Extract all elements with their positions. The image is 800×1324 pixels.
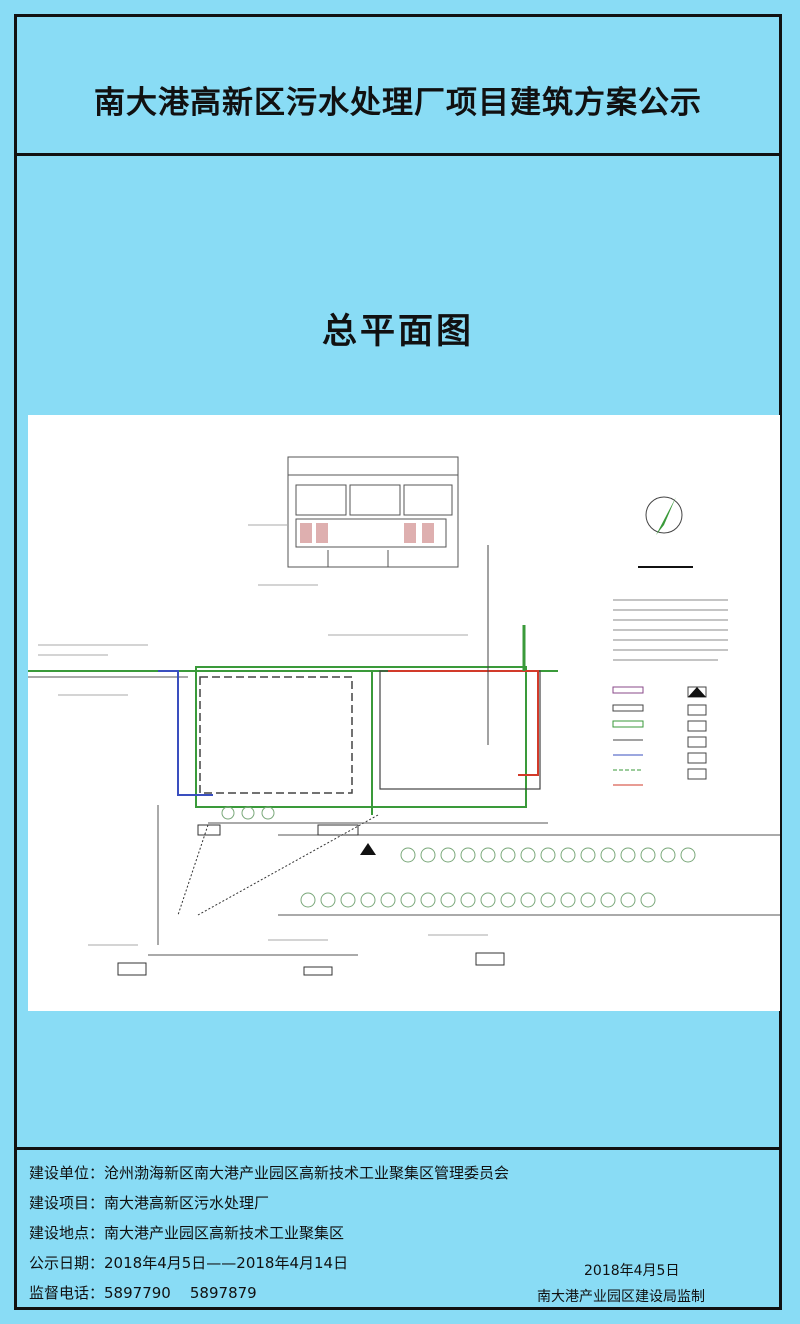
info-label: 公示日期： [29, 1254, 105, 1272]
page-title: 南大港高新区污水处理厂项目建筑方案公示 [94, 85, 702, 121]
site-plan-drawing [28, 456, 780, 976]
info-value: 南大港高新区污水处理厂 [104, 1194, 270, 1212]
info-label: 建设单位： [29, 1164, 105, 1182]
info-row-location: 建设地点：南大港产业园区高新技术工业聚集区 [29, 1222, 344, 1243]
info-row-phone: 监督电话：5897790 5897879 [29, 1282, 257, 1303]
site-plan-image [28, 415, 780, 1011]
issue-date: 2018年4月5日 [584, 1263, 680, 1279]
info-label: 监督电话： [29, 1284, 105, 1302]
info-value: 2018年4月5日——2018年4月14日 [104, 1254, 349, 1272]
info-row-developer: 建设单位：沧州渤海新区南大港产业园区高新技术工业聚集区管理委员会 [29, 1162, 509, 1183]
title-bar: 南大港高新区污水处理厂项目建筑方案公示 [17, 17, 779, 156]
info-label: 建设地点： [29, 1224, 105, 1242]
info-value: 5897790 5897879 [104, 1284, 257, 1302]
drawing-title: 总平面图 [321, 312, 474, 352]
info-row-project: 建设项目：南大港高新区污水处理厂 [29, 1192, 269, 1213]
project-info: 建设单位：沧州渤海新区南大港产业园区高新技术工业聚集区管理委员会 建设项目：南大… [17, 1147, 779, 1310]
info-value: 沧州渤海新区南大港产业园区高新技术工业聚集区管理委员会 [104, 1164, 510, 1182]
issuing-authority: 南大港产业园区建设局监制 [537, 1289, 705, 1305]
info-label: 建设项目： [29, 1194, 105, 1212]
info-row-notice-dates: 公示日期：2018年4月5日——2018年4月14日 [29, 1252, 348, 1273]
notice-board: 南大港高新区污水处理厂项目建筑方案公示 总平面图 [14, 14, 782, 1310]
info-value: 南大港产业园区高新技术工业聚集区 [104, 1224, 345, 1242]
